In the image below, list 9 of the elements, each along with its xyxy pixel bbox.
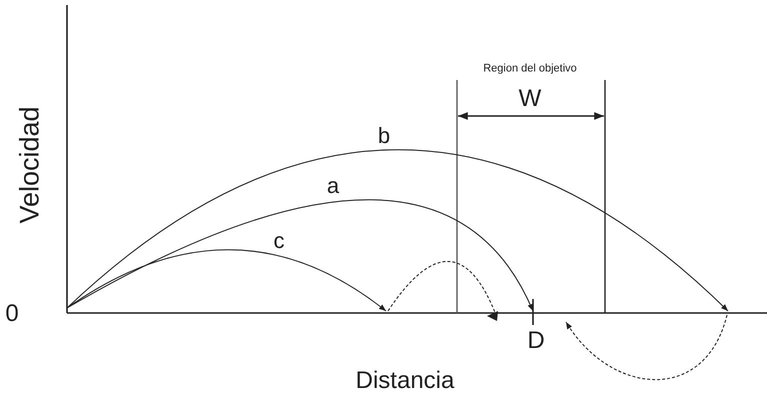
curve-label: b [378,125,390,147]
curve-label: a [326,175,340,197]
point-label: D [527,329,545,353]
region-label: Region del objetivo [483,64,577,74]
curve-label: c [274,230,284,252]
axis-title: Velocidad [16,106,44,224]
axis-tick-label: 0 [5,302,19,326]
axis-title: Distancia [356,369,454,393]
dimension-label: W [518,87,542,111]
